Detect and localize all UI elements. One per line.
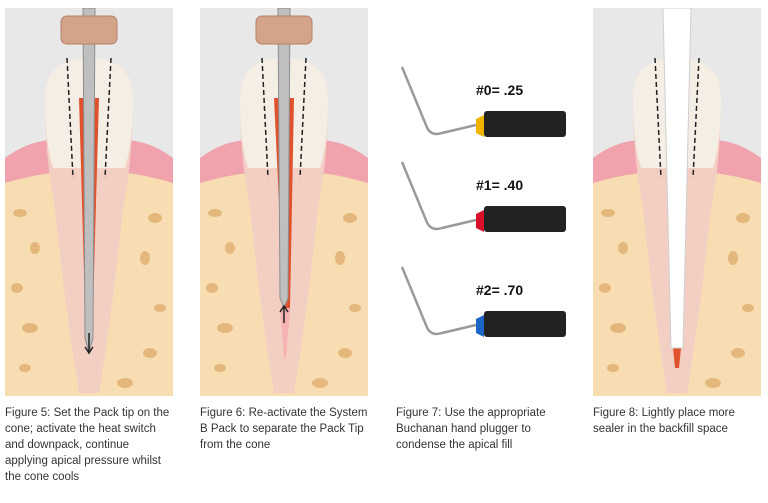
plugger-0-label: #0= .25 [476,82,524,98]
figure-6-caption: Figure 6: Re-activate the System B Pack … [200,407,368,451]
plugger-1-label: #1= .40 [476,177,524,193]
figure-5-illustration [5,8,173,396]
syringe-tip [662,8,692,349]
figure-8-caption: Figure 8: Lightly place more sealer in t… [593,407,735,435]
down-arrow [84,333,94,355]
figure-5-caption: Figure 5: Set the Pack tip on the cone; … [5,407,170,483]
up-arrow [279,304,289,323]
figure-8-illustration [593,8,761,396]
pack-tip [82,8,96,355]
plugger-2-label: #2= .70 [476,282,524,298]
bone-pores [11,209,166,388]
figure-7-caption: Figure 7: Use the appropriate Buchanan h… [396,407,546,451]
plugger-1 [398,160,573,240]
figure-6-illustration [200,8,368,396]
stopper [60,15,118,45]
plugger-2 [398,265,573,345]
plugger-0 [398,65,573,145]
